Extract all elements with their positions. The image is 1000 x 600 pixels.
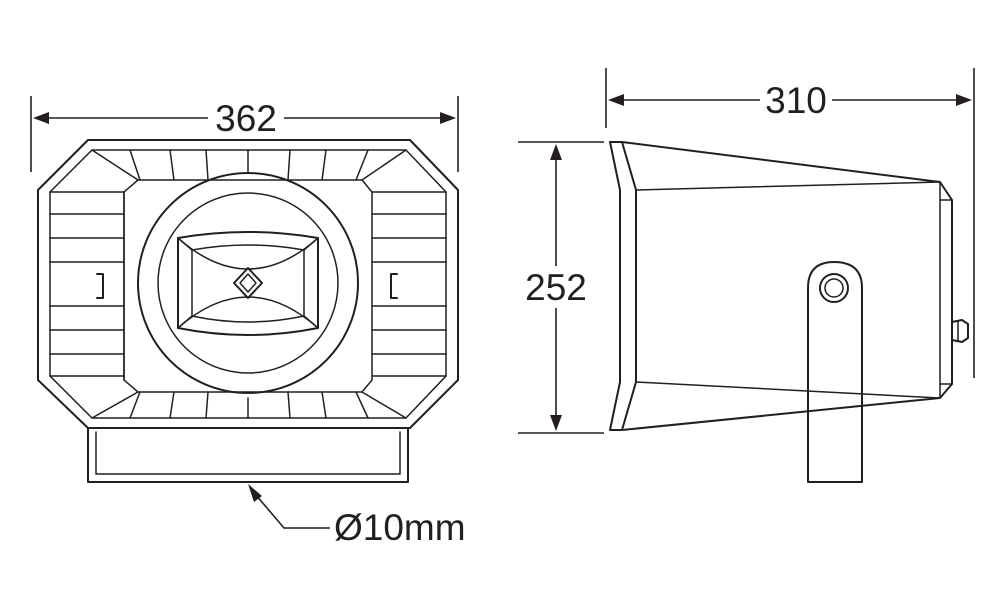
horn-curves bbox=[177, 237, 319, 329]
left-slot-mark bbox=[96, 273, 104, 299]
front-view bbox=[37, 139, 459, 483]
front-inner-frame bbox=[49, 149, 447, 419]
front-corner-ridges bbox=[49, 149, 447, 419]
front-left-ribs bbox=[49, 191, 125, 381]
side-horn-body bbox=[621, 141, 953, 431]
bracket-bolt-inner bbox=[824, 278, 844, 298]
width-label: 362 bbox=[215, 98, 277, 139]
front-top-ribs bbox=[129, 149, 369, 181]
side-body-top-edge bbox=[635, 181, 941, 191]
width-dimension: 362 bbox=[30, 96, 459, 172]
center-diamond-inner bbox=[239, 273, 257, 293]
driver-ring-outer bbox=[137, 172, 359, 394]
driver-ring-inner bbox=[157, 192, 339, 374]
mounting-bracket bbox=[807, 261, 863, 483]
front-inner-panel bbox=[123, 179, 373, 393]
cable-gland-icon bbox=[951, 319, 969, 343]
bracket-bolt-outer bbox=[819, 273, 849, 303]
mounting-base-inner bbox=[95, 431, 401, 475]
height-dimension: 252 bbox=[518, 141, 604, 434]
side-body-bottom-edge bbox=[635, 381, 941, 399]
side-view bbox=[609, 141, 969, 483]
front-bottom-ribs bbox=[129, 391, 369, 419]
center-diamond-icon bbox=[233, 267, 263, 299]
front-right-ribs bbox=[371, 213, 447, 355]
mounting-base bbox=[87, 427, 409, 483]
depth-dimension: 310 bbox=[605, 68, 975, 378]
hole-diameter-label: Ø10mm bbox=[334, 507, 466, 548]
side-front-flange bbox=[609, 141, 637, 431]
horn-mouth-inner bbox=[191, 244, 305, 323]
hole-leader: Ø10mm bbox=[248, 484, 466, 548]
right-slot-mark bbox=[390, 273, 398, 299]
front-outer-frame bbox=[37, 139, 459, 429]
horn-mouth bbox=[177, 231, 319, 336]
depth-label: 310 bbox=[765, 80, 827, 121]
height-label: 252 bbox=[525, 267, 587, 308]
